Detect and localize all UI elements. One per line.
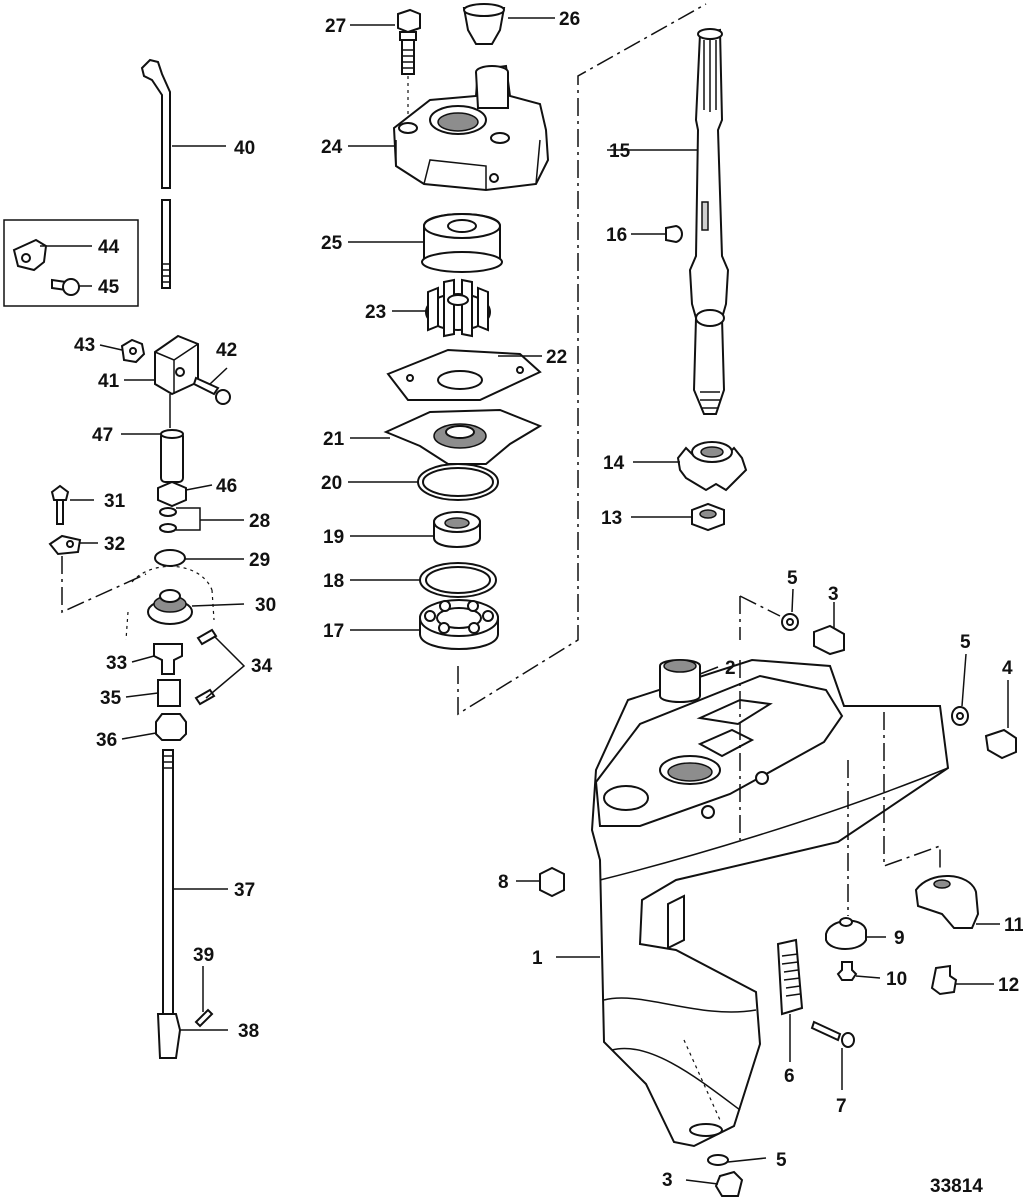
callout-18: 18	[323, 571, 344, 592]
anode	[825, 919, 867, 950]
pinion-gear	[676, 441, 748, 492]
callout-24: 24	[321, 137, 343, 158]
callout-47: 47	[92, 425, 113, 446]
callout-45: 45	[98, 277, 120, 298]
detent-ball-lower	[194, 688, 216, 706]
callout-15: 15	[609, 141, 631, 162]
bracket-clip	[48, 534, 82, 556]
drain-screw-right	[984, 728, 1017, 760]
callout-12: 12	[998, 975, 1019, 996]
callout-36: 36	[96, 730, 117, 751]
coupler-screw	[192, 376, 220, 396]
callout-16: 16	[606, 225, 627, 246]
shift-shaft-seal	[154, 549, 186, 567]
callout-13: 13	[601, 508, 622, 529]
callout-5-right: 5	[960, 632, 971, 653]
callout-43: 43	[74, 335, 95, 356]
pump-bolt	[397, 8, 421, 34]
screen-screw	[810, 1020, 842, 1042]
callout-31: 31	[104, 491, 126, 512]
trim-tab	[914, 875, 980, 929]
callout-2: 2	[725, 658, 736, 679]
roll-pin	[194, 1008, 214, 1028]
shift-cam	[156, 1013, 182, 1059]
callout-33: 33	[106, 653, 127, 674]
callout-9: 9	[894, 928, 905, 949]
shaft-key	[665, 224, 683, 244]
callout-32: 32	[104, 534, 125, 555]
callout-22: 22	[546, 347, 567, 368]
drain-screw-bottom	[714, 1170, 744, 1197]
callout-17: 17	[323, 621, 344, 642]
trim-tab-bolt	[930, 964, 958, 996]
impeller	[425, 278, 491, 338]
callout-26: 26	[559, 9, 580, 30]
o-ring-lower	[159, 523, 177, 533]
callout-5-top: 5	[787, 568, 798, 589]
callout-30: 30	[255, 595, 276, 616]
callout-5-bottom: 5	[776, 1150, 787, 1171]
drive-shaft	[688, 28, 730, 415]
detent-ball-upper	[196, 628, 218, 646]
callout-labels: 1 2 3 3 4 5 5 5 6 7 8 9 10 11 12 13 14 1…	[74, 9, 1023, 1197]
bracket-bolt	[50, 484, 70, 501]
callout-21: 21	[323, 429, 345, 450]
shift-shaft-coupler	[155, 713, 187, 741]
water-inlet-screen	[776, 938, 804, 1016]
callout-3-bottom: 3	[662, 1170, 673, 1191]
callout-42: 42	[216, 340, 237, 361]
drain-screw-top	[813, 624, 845, 656]
callout-10: 10	[886, 969, 907, 990]
lower-shift-shaft	[162, 749, 174, 1027]
o-ring-upper	[159, 507, 177, 517]
callout-34: 34	[251, 656, 273, 677]
callout-28: 28	[249, 511, 270, 532]
shift-sleeve	[160, 431, 184, 483]
callout-20: 20	[321, 473, 342, 494]
callout-41: 41	[98, 371, 120, 392]
callout-7: 7	[836, 1096, 847, 1117]
callout-37: 37	[234, 880, 255, 901]
callout-38: 38	[238, 1021, 259, 1042]
flange-nut	[539, 866, 565, 898]
callout-1: 1	[532, 948, 543, 969]
driveshaft-assembly	[665, 28, 748, 532]
upper-shift-rod	[140, 58, 171, 189]
inset-detail-box	[3, 219, 139, 307]
callout-44: 44	[98, 237, 120, 258]
lower-ball-bearing	[419, 599, 499, 650]
gearcase-housing	[539, 595, 1017, 1197]
water-pump-assembly	[383, 3, 707, 716]
callout-8: 8	[498, 872, 509, 893]
figure-id: 33814	[930, 1176, 983, 1197]
callout-6: 6	[784, 1066, 795, 1087]
shift-linkage-assembly	[3, 58, 231, 1059]
callout-39: 39	[193, 945, 214, 966]
callout-23: 23	[365, 302, 386, 323]
callout-25: 25	[321, 233, 343, 254]
callout-27: 27	[325, 16, 346, 37]
callout-29: 29	[249, 550, 270, 571]
callout-3-top: 3	[828, 584, 839, 605]
anode-screw	[836, 961, 858, 981]
leader-lines	[40, 17, 1009, 1185]
shift-rod-lower-section	[161, 199, 171, 289]
cam-follower	[153, 643, 183, 675]
callout-40: 40	[234, 138, 255, 159]
callout-35: 35	[100, 688, 122, 709]
callout-11: 11	[1004, 915, 1023, 936]
callout-19: 19	[323, 527, 344, 548]
jam-nut	[157, 480, 187, 508]
washer-bottom	[707, 1154, 729, 1166]
shift-rod-coupler	[154, 334, 199, 396]
callout-4: 4	[1002, 658, 1013, 679]
callout-14: 14	[603, 453, 625, 474]
callout-46: 46	[216, 476, 237, 497]
